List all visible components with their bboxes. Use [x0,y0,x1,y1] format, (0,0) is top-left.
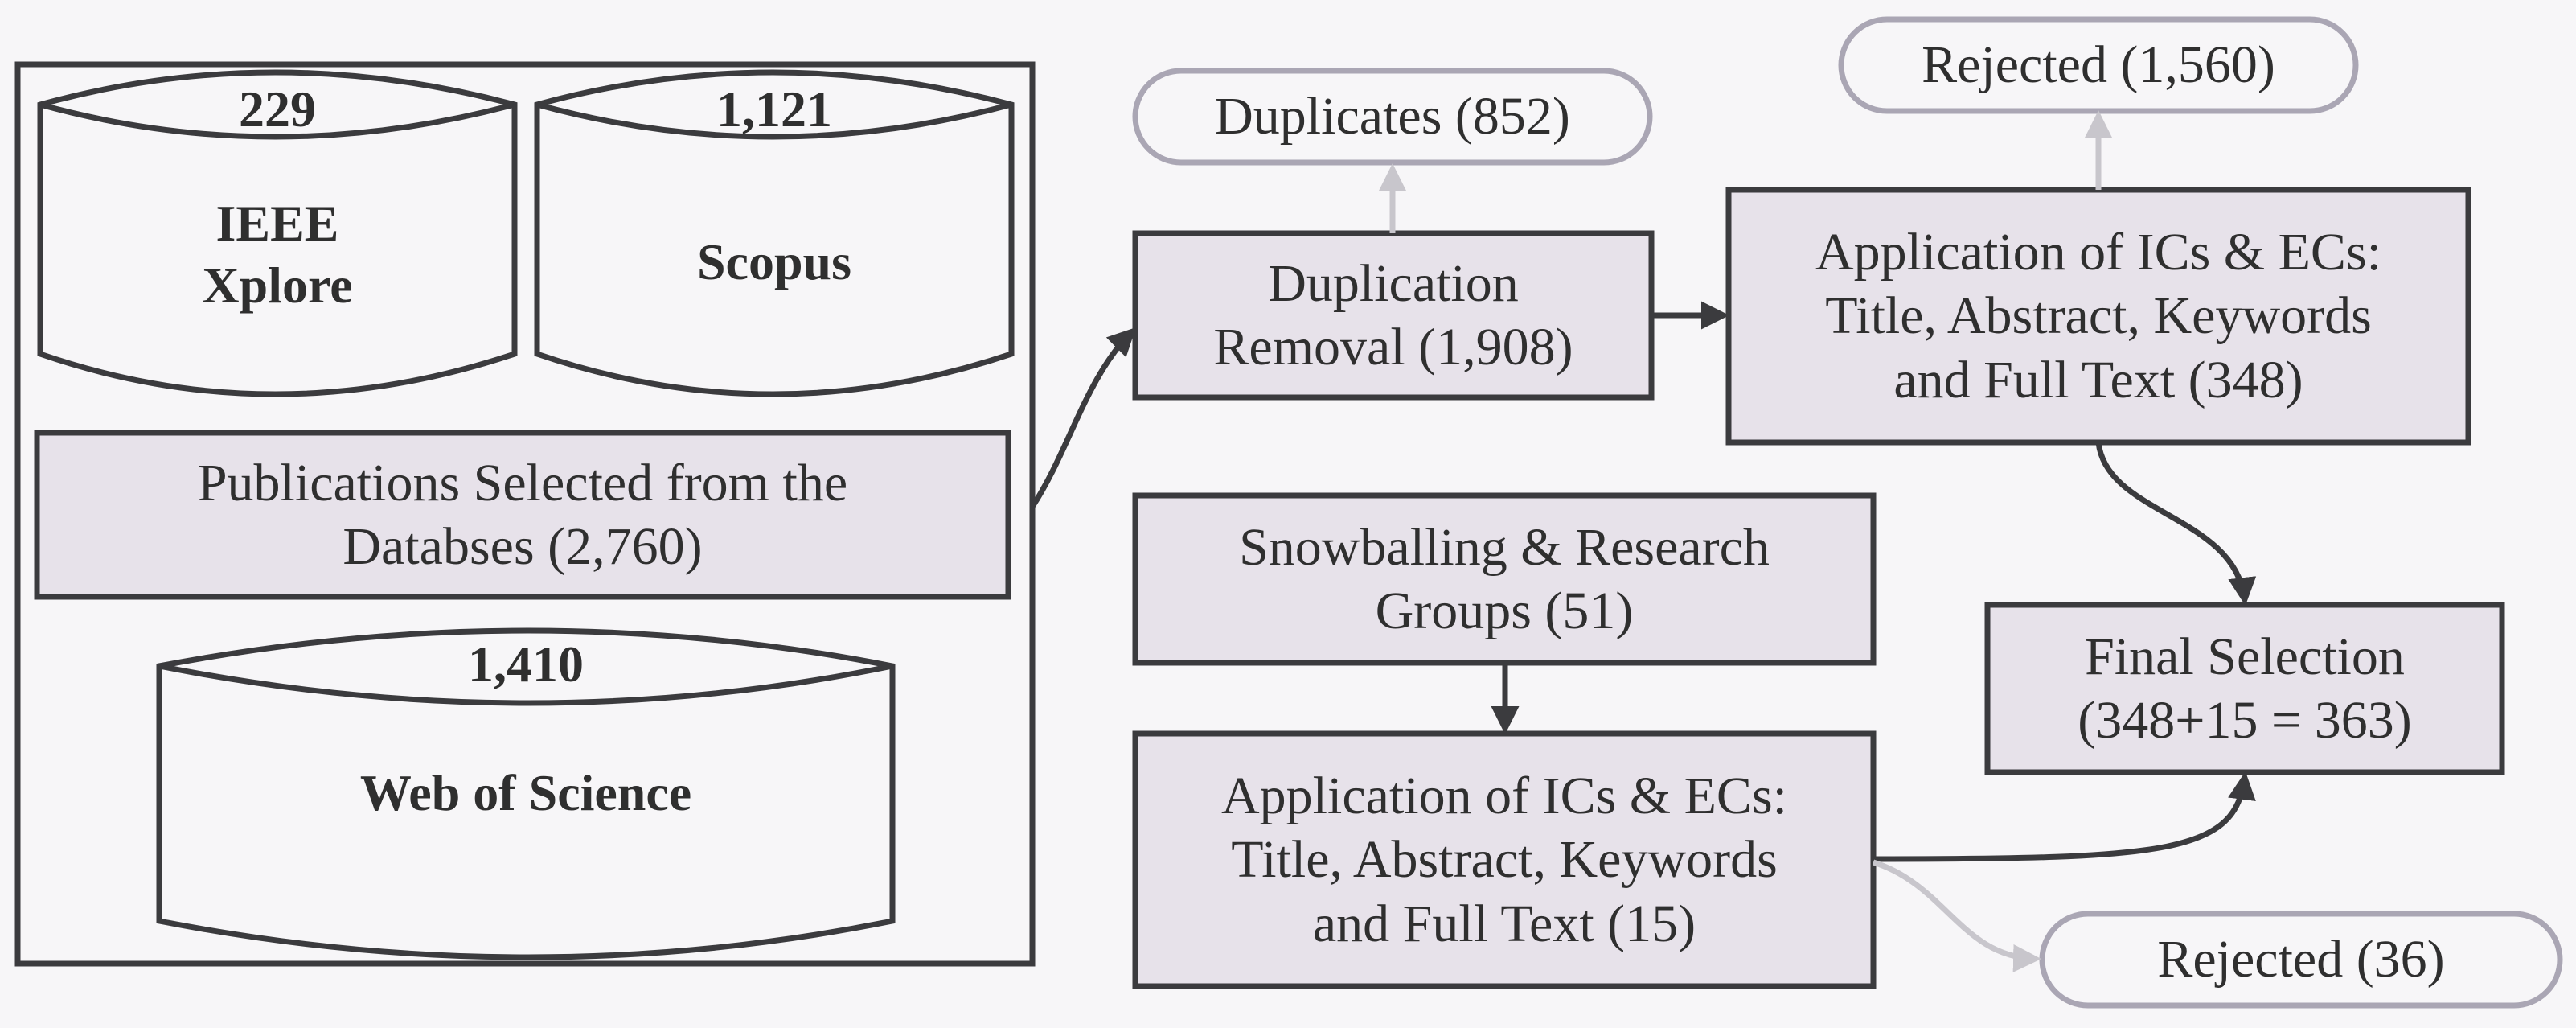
rejected-snowball-label: Rejected (36) [2157,930,2445,989]
duplication-removal-line2: Removal (1,908) [1213,318,1573,376]
publications-selected-line2: Databses (2,760) [343,517,703,576]
wos-name: Web of Science [359,763,692,821]
wos-cylinder [156,627,896,960]
snowballing-line1: Snowballing & Research [1239,517,1770,577]
publications-selected-label: Publications Selected from the Databses … [37,433,1008,597]
publications-selected-line1: Publications Selected from the [197,453,848,512]
final-selection-label: Final Selection (348+15 = 363) [1987,605,2502,772]
duplication-removal-label: Duplication Removal (1,908) [1135,233,1651,397]
application-snowball-label: Application of ICs & ECs: Title, Abstrac… [1135,734,1873,986]
application-snowball-box [1132,730,1877,989]
ieee-name: IEEE Xplore [40,187,515,323]
final-selection-line2: (348+15 = 363) [2078,691,2412,750]
scopus-count: 1,121 [716,80,832,138]
arrow-application-to-final [2095,442,2257,606]
arrow-application-snowball-to-final [1873,771,2256,862]
ieee-count: 229 [239,80,316,138]
application-snowball-line1: Application of ICs & ECs: [1221,767,1787,826]
publications-selected-box [34,430,1011,600]
ieee-name-line2: Xplore [202,257,353,314]
final-selection-box [1984,602,2505,775]
scopus-name: Scopus [696,232,852,290]
application-main-label: Application of ICs & ECs: Title, Abstrac… [1729,190,2468,442]
ieee-name-line1: IEEE [215,195,339,253]
duplicates-label: Duplicates (852) [1215,87,1570,146]
snowballing-line2: Groups (51) [1375,582,1634,640]
rejected-snowball-pill [2039,911,2563,1009]
duplication-removal-line1: Duplication [1268,253,1519,313]
application-main-box [1725,187,2471,446]
ieee-cylinder [37,69,518,397]
rejected-main-label: Rejected (1,560) [1922,35,2275,95]
application-main-line2: Title, Abstract, Keywords [1825,286,2372,346]
application-main-line1: Application of ICs & ECs: [1815,223,2381,282]
snowballing-box [1132,492,1877,666]
arrow-application-snowball-to-rejected [1872,859,2041,972]
application-main-line3: and Full Text (348) [1893,350,2303,409]
application-snowball-line3: and Full Text (15) [1312,894,1696,953]
arrow-publications-to-duplication [1030,327,1136,508]
final-selection-line1: Final Selection [2085,627,2405,686]
duplicates-pill [1132,68,1653,166]
wos-count: 1,410 [468,635,584,693]
application-snowball-line2: Title, Abstract, Keywords [1231,830,1778,890]
snowballing-label: Snowballing & Research Groups (51) [1135,495,1873,663]
scopus-cylinder [534,69,1015,397]
